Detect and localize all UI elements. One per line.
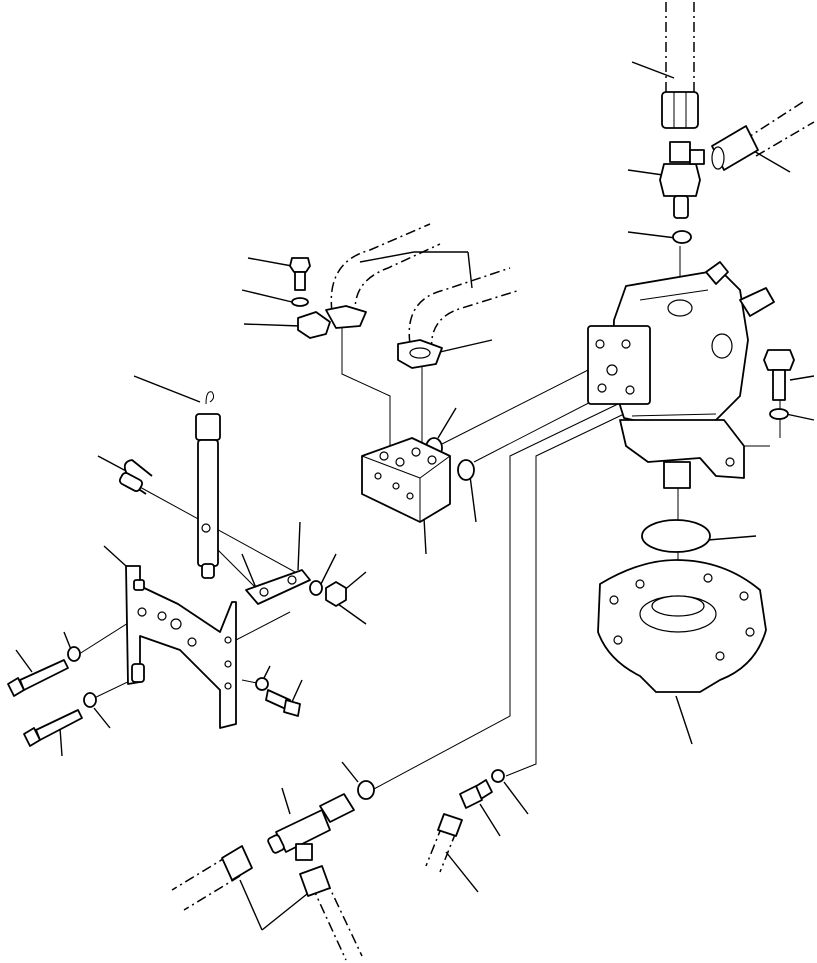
bolt-bracket-right — [255, 677, 301, 717]
hose-fitting-bottom-left — [221, 845, 253, 881]
elbow-fitting-bottom — [459, 769, 505, 809]
o-ring-large — [641, 519, 711, 553]
gas-spring — [195, 391, 221, 579]
tee-fitting-bottom — [267, 793, 355, 861]
o-ring-top — [672, 230, 692, 244]
motor-assembly — [587, 261, 775, 489]
bolt-left-lower — [23, 692, 97, 747]
u-bolt — [118, 459, 153, 495]
bolt-left-upper — [7, 646, 81, 697]
bolt-clamp-left — [289, 257, 331, 339]
hose-fitting-bottom-mid — [299, 865, 331, 897]
o-ring-bottom — [357, 780, 375, 800]
hose-fitting-bottom-right — [437, 813, 463, 837]
o-ring-mid-b — [457, 459, 475, 481]
washer-link — [309, 580, 323, 596]
link-plate — [245, 569, 311, 605]
leader-lines — [15, 61, 815, 931]
manifold-block — [361, 437, 451, 523]
nut-link — [325, 581, 347, 607]
bolt-right — [763, 349, 795, 420]
hose-fitting-top — [661, 91, 699, 129]
bracket-plate — [125, 565, 237, 729]
assembly-lines — [75, 246, 781, 791]
gear-housing — [597, 559, 767, 693]
hose-flanges — [325, 305, 443, 369]
elbow-fitting-top — [659, 141, 705, 219]
hose-fitting-right — [711, 125, 759, 171]
